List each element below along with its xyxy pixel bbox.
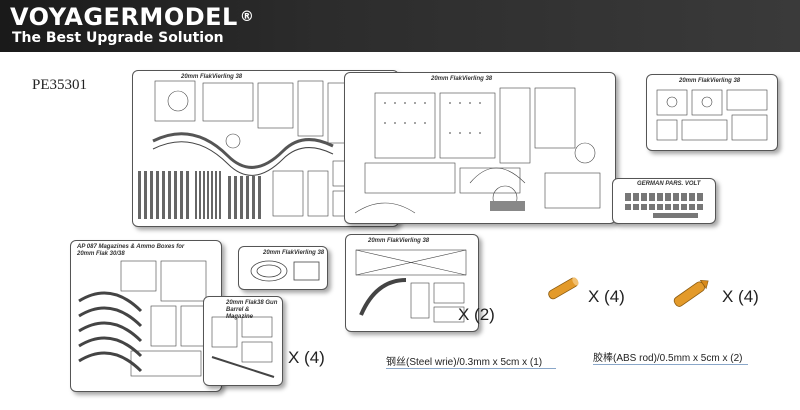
fret-frame-parts <box>355 249 467 323</box>
registered-mark: ® <box>239 9 255 25</box>
abs-rod-caption: 胶棒(ABS rod)/0.5mm x 5cm x (2) <box>593 353 743 364</box>
quantity-small-frets: X (4) <box>288 348 325 367</box>
fret-label: 20mm FlakVierling 38 <box>263 250 325 256</box>
brand-logo: VOYAGERMODEL® <box>10 4 254 30</box>
fret-main-center-parts <box>354 87 601 214</box>
fret-label: GERMAN PARS. VOLT <box>637 181 701 187</box>
fret-small-ring-parts <box>250 260 320 282</box>
fret-label: 20mm FlakVierling 38 <box>368 238 430 244</box>
fret-magazines-parts <box>78 260 212 377</box>
fret-frame: 20mm FlakVierling 38 <box>345 234 479 332</box>
product-code: PE35301 <box>32 77 88 93</box>
header-banner: VOYAGERMODEL® The Best Upgrade Solution <box>0 0 800 52</box>
fret-label: 20mm FlakVierling 38 <box>679 78 741 84</box>
quantity-abs-rod: X (4) <box>722 287 759 306</box>
abs-rod-underline <box>593 364 748 365</box>
fret-voyager: GERMAN PARS. VOLT <box>612 178 716 224</box>
quantity-large-fret: X (2) <box>458 305 495 324</box>
fret-main-center: 20mm FlakVierling 38 <box>344 72 616 224</box>
fret-label: AP 087 Magazines & Ammo Boxes for 20mm F… <box>77 244 185 257</box>
quantity-steel-wire: X (4) <box>588 287 625 306</box>
fret-small-ring: 20mm FlakVierling 38 <box>238 246 328 290</box>
fret-top-right-parts <box>656 89 768 141</box>
steel-wire-rod <box>548 277 579 300</box>
steel-wire-caption: 钢丝(Steel wrie)/0.3mm x 5cm x (1) <box>386 357 543 368</box>
fret-gun-barrel-parts <box>211 316 275 378</box>
fret-voyager-parts <box>625 193 703 218</box>
fret-top-right: 20mm FlakVierling 38 <box>646 74 778 151</box>
fret-magazines: AP 087 Magazines & Ammo Boxes for 20mm F… <box>70 240 222 392</box>
steel-wire-underline <box>386 368 556 369</box>
fret-label: 20mm FlakVierling 38 <box>431 76 493 82</box>
abs-rod <box>673 279 709 307</box>
fret-label: 20mm Flak38 Gun Barrel & Magazine <box>226 300 278 320</box>
brand-name: VOYAGERMODEL <box>10 3 238 31</box>
fret-label: 20mm FlakVierling 38 <box>181 74 243 80</box>
brand-tagline: The Best Upgrade Solution <box>12 30 224 46</box>
fret-gun-barrel: 20mm Flak38 Gun Barrel & Magazine <box>203 296 283 386</box>
